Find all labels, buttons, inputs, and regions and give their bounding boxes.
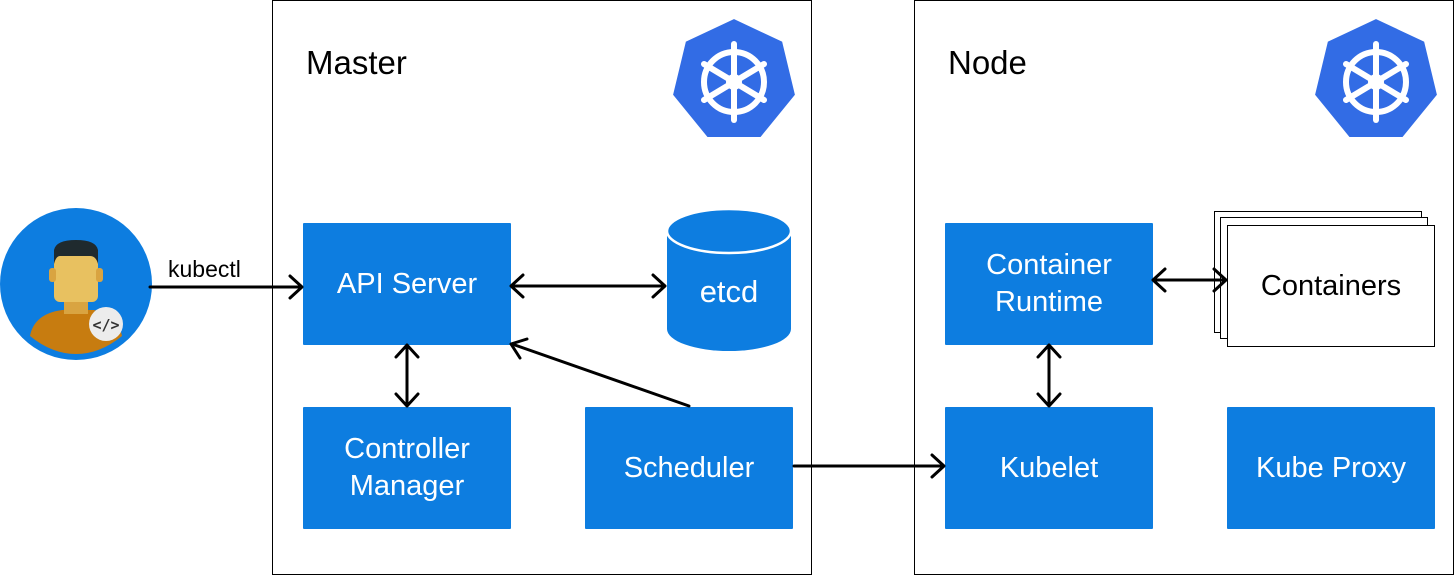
master-title: Master (306, 44, 407, 81)
kubelet-box: Kubelet (945, 407, 1153, 529)
containers-stack-front (1227, 225, 1435, 347)
scheduler-api-arrow (510, 342, 691, 408)
container-runtime-box: Container Runtime (945, 223, 1153, 345)
node-title: Node (948, 44, 1027, 81)
kube-proxy-label: Kube Proxy (1256, 451, 1406, 484)
api-server-box: API Server (303, 223, 511, 345)
scheduler-box: Scheduler (585, 407, 793, 529)
scheduler-label: Scheduler (623, 451, 755, 484)
controller-manager-box: Controller Manager (303, 407, 511, 529)
kubelet-label: Kubelet (999, 451, 1099, 484)
containers-label: Containers (1260, 269, 1402, 302)
container-runtime-label: Container Runtime (986, 249, 1112, 318)
etcd-label: etcd (699, 274, 759, 309)
kubernetes-logo-master-icon (670, 16, 798, 138)
kubectl-edge-label: kubectl (168, 256, 241, 282)
kubernetes-logo-node-icon (1312, 16, 1440, 138)
developer-avatar-icon: </> (0, 208, 152, 360)
svg-text:</>: </> (92, 316, 119, 334)
kube-proxy-box: Kube Proxy (1227, 407, 1435, 529)
controller-manager-label: Controller Manager (344, 433, 470, 502)
api-server-label: API Server (336, 267, 478, 300)
etcd-database-icon (666, 207, 792, 351)
